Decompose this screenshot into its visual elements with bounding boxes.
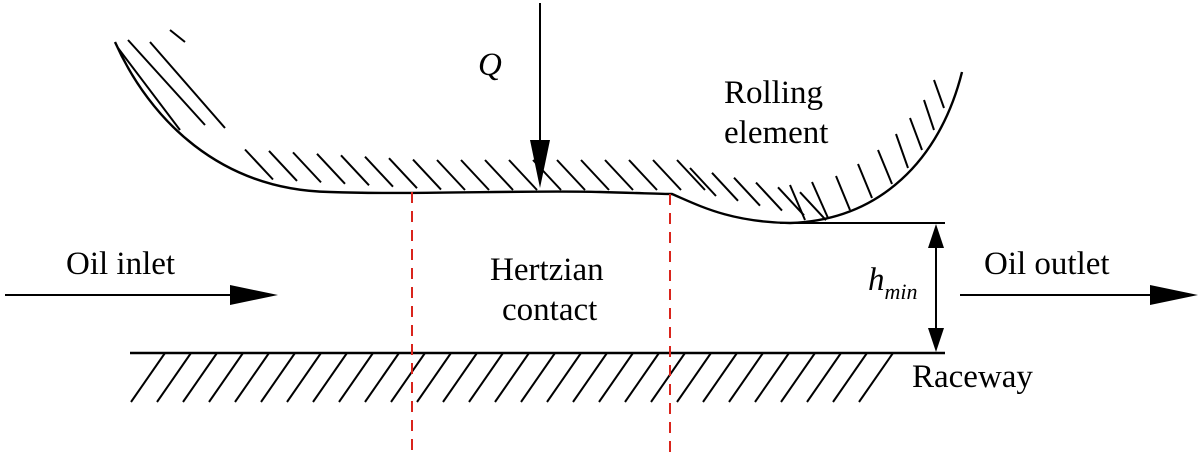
film-thickness-symbol: h (868, 262, 885, 298)
raceway-hatch-stroke (546, 352, 582, 403)
roller-hatch-stroke (755, 181, 783, 212)
roller-hatch-stroke (689, 167, 717, 197)
roller-hatch-stroke (340, 154, 370, 186)
raceway-hatch-stroke (338, 352, 374, 403)
roller-hatch-stroke (484, 159, 514, 191)
oil-outlet-label: Oil outlet (984, 246, 1110, 282)
raceway-hatch-stroke (468, 352, 504, 403)
roller-hatch-stroke (292, 151, 322, 184)
raceway-hatching (130, 352, 894, 403)
raceway-hatch-stroke (858, 352, 894, 403)
roller-hatch-stroke (244, 148, 274, 181)
roller-hatch-stroke (652, 159, 682, 191)
raceway-hatch-stroke (832, 352, 868, 403)
raceway-hatch-stroke (780, 352, 816, 403)
raceway-hatch-stroke (494, 352, 530, 403)
roller-hatch-stroke (580, 159, 610, 191)
rolling-element-label-line1: Rolling (724, 75, 823, 111)
rolling-element-hatching (117, 29, 945, 221)
raceway-hatch-stroke (520, 352, 556, 403)
roller-hatch-stroke (676, 159, 706, 191)
oil-inlet-label: Oil inlet (66, 246, 175, 282)
raceway-hatch-stroke (286, 352, 322, 403)
film-thickness-label: hmin (868, 262, 918, 304)
roller-hatch-stroke (923, 99, 935, 131)
roller-hatch-stroke (877, 149, 893, 185)
roller-hatch-stroke (835, 175, 851, 211)
raceway-hatch-stroke (624, 352, 660, 403)
load-arrow (530, 3, 550, 188)
raceway-hatch-stroke (130, 352, 166, 403)
rolling-element-label-line2: element (724, 115, 828, 151)
rolling-element-profile (113, 41, 964, 225)
roller-hatch-stroke (933, 79, 945, 109)
raceway-hatch-stroke (390, 352, 426, 403)
roller-hatch-stroke (909, 117, 923, 151)
roller-hatch-stroke (857, 163, 873, 199)
raceway-hatch-stroke (234, 352, 270, 403)
roller-hatch-stroke (364, 156, 394, 188)
hertzian-contact-label-line1: Hertzian (490, 252, 604, 288)
raceway-label: Raceway (912, 359, 1033, 395)
oil-inlet-arrow (5, 285, 278, 305)
roller-hatch-stroke (604, 159, 634, 191)
roller-hatch-stroke (789, 184, 806, 221)
raceway-hatch-stroke (312, 352, 348, 403)
raceway-hatch-stroke (364, 352, 400, 403)
roller-hatch-stroke (117, 47, 181, 131)
raceway-hatch-stroke (182, 352, 218, 403)
film-thickness-dimension (928, 224, 944, 352)
raceway-hatch-stroke (572, 352, 608, 403)
raceway-hatch-stroke (728, 352, 764, 403)
roller-hatch-stroke (556, 159, 586, 191)
raceway-hatch-stroke (806, 352, 842, 403)
raceway-hatch-stroke (650, 352, 686, 403)
roller-hatch-stroke (811, 181, 829, 219)
roller-hatch-stroke (412, 158, 442, 191)
roller-hatch-stroke (436, 159, 466, 191)
roller-hatch-stroke (628, 159, 658, 191)
raceway-hatch-stroke (754, 352, 790, 403)
film-thickness-subscript: min (885, 279, 918, 304)
roller-hatch-stroke (777, 186, 805, 217)
roller-hatch-stroke (316, 153, 346, 185)
roller-hatch-stroke (733, 176, 761, 207)
raceway-hatch-stroke (416, 352, 452, 403)
roller-hatch-stroke (169, 29, 186, 43)
roller-hatch-stroke (460, 159, 490, 191)
roller-hatch-stroke (895, 133, 909, 169)
roller-hatch-stroke (799, 191, 827, 221)
load-label: Q (478, 47, 502, 83)
raceway-hatch-stroke (208, 352, 244, 403)
raceway-hatch-stroke (156, 352, 192, 403)
roller-hatch-stroke (388, 157, 418, 189)
roller-hatch-stroke (127, 39, 206, 126)
raceway-hatch-stroke (676, 352, 712, 403)
roller-hatch-stroke (711, 172, 739, 202)
oil-outlet-arrow (960, 285, 1198, 305)
hertzian-contact-label-line2: contact (502, 292, 597, 328)
raceway-hatch-stroke (442, 352, 478, 403)
raceway-hatch-stroke (260, 352, 296, 403)
roller-hatch-stroke (268, 150, 298, 182)
roller-hatch-stroke (508, 159, 538, 191)
roller-hatch-stroke (149, 41, 226, 129)
raceway-hatch-stroke (598, 352, 634, 403)
raceway-hatch-stroke (702, 352, 738, 403)
